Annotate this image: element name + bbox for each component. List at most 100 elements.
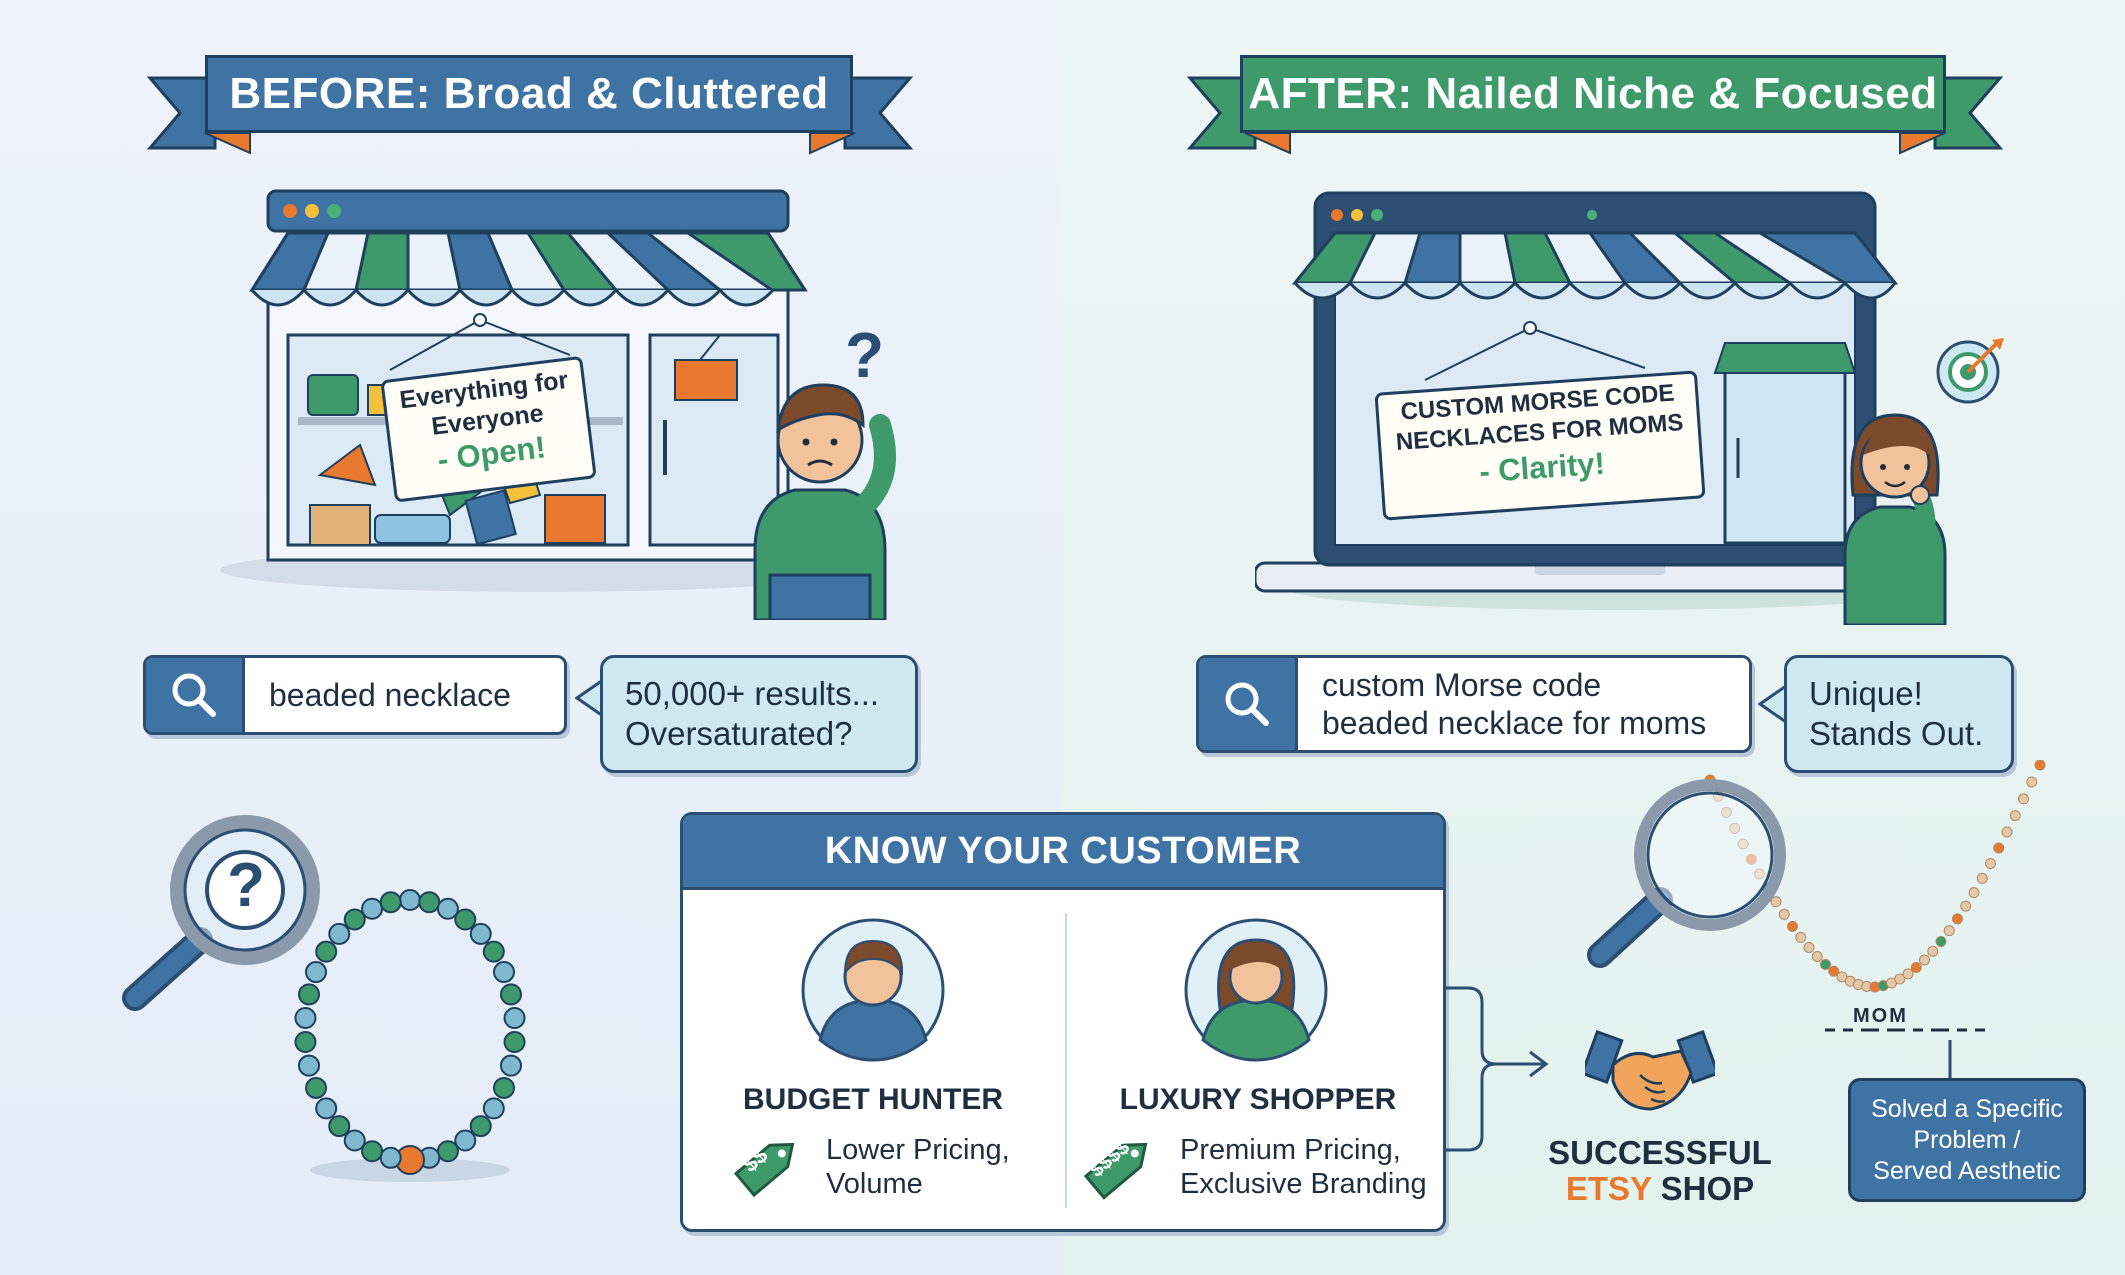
necklace-bead [1935,935,1947,947]
persona-desc-budget: Lower Pricing, Volume [826,1133,1010,1201]
necklace-bead [379,1146,402,1169]
before-results-line2: Oversaturated? [625,715,853,752]
confused-person-illustration [753,383,896,620]
necklace-bead [1919,954,1930,966]
after-banner: AFTER: Nailed Niche & Focused [1240,55,1946,133]
necklace-bead [1795,931,1807,943]
persona-name-luxury: LUXURY SHOPPER [1119,1083,1397,1116]
question-icon: ? [845,319,885,391]
search-icon[interactable] [146,658,245,732]
necklace-bead [1770,896,1782,908]
search-icon[interactable] [1199,658,1298,750]
necklace-bead [1968,887,1980,899]
necklace-bead [298,983,321,1006]
necklace-bead [492,1076,515,1099]
before-search-query[interactable]: beaded necklace [269,677,511,713]
necklace-bead [1902,968,1914,980]
persona-desc-luxury: Premium Pricing, Exclusive Branding [1180,1133,1427,1201]
necklace-bead [1910,961,1922,973]
necklace-bead [2026,776,2038,788]
necklace-bead [454,908,477,931]
necklace-bead [305,961,328,984]
necklace-bead [1927,945,1939,957]
necklace-bead [1952,913,1963,925]
pointer-line [1948,1040,1952,1078]
solved-line1: Solved a Specific [1871,1094,2063,1123]
after-search-bar[interactable]: custom Morse code beaded necklace for mo… [1196,655,1752,753]
necklace-bead [503,1030,526,1053]
necklace-bead [418,891,441,914]
successful-etsy-shop-label: SUCCESSFUL ETSY SHOP [1540,1135,1780,1207]
magnifier-question-icon: ? [227,851,265,920]
success-line2: ETSY SHOP [1540,1171,1780,1207]
necklace-bead [294,1007,317,1030]
necklace-mom-text: MOM [1853,1005,1908,1027]
necklace-bead [2001,826,2013,838]
solved-problem-badge: Solved a Specific Problem / Served Aesth… [1848,1078,2086,1202]
success-etsy: ETSY [1565,1170,1652,1207]
handshake-icon [1585,1029,1715,1111]
after-ribbon-tails [1186,76,2004,155]
cluttered-store-illustration [220,189,860,592]
necklace-bead [436,897,459,920]
necklace-bead [436,1140,459,1163]
necklace-bead [1828,965,1840,977]
necklace-bead [2009,810,2021,822]
necklace-bead [1960,900,1972,912]
persona-desc-luxury-line1: Premium Pricing, [1180,1134,1401,1166]
necklace-bead [1894,973,1906,985]
persona-desc-budget-line1: Lower Pricing, [826,1134,1010,1166]
luxury-shopper-avatar [1184,918,1328,1062]
necklace-bead [294,1030,317,1053]
success-line1: SUCCESSFUL [1548,1134,1772,1171]
before-search-bar[interactable]: beaded necklace [143,655,567,735]
after-results-bubble: Unique! Stands Out. [1784,655,2014,773]
necklace-bead [328,1115,351,1138]
necklace-bead [1811,950,1823,962]
necklace-bead [343,1129,366,1152]
before-results-line1: 50,000+ results... [625,675,880,712]
necklace-bead [1985,857,1996,869]
bracket-arrow [1446,986,1549,1152]
necklace-bead [482,940,505,963]
persona-desc-luxury-line2: Exclusive Branding [1180,1168,1427,1200]
solved-line2: Problem / [1913,1125,2021,1154]
necklace-bead [361,897,384,920]
necklace-bead [1993,842,2005,854]
focused-store-laptop-illustration [1255,191,1947,610]
necklace-bead [1787,920,1798,932]
necklace-bead [2018,793,2029,805]
before-results-bubble: 50,000+ results... Oversaturated? [600,655,918,773]
necklace-bead [1803,941,1815,953]
after-search-line2: beaded necklace for moms [1322,705,1707,741]
necklace-bead [499,983,522,1006]
panel-divider [1065,913,1067,1208]
necklace-bead [315,940,338,963]
necklace-bead [492,961,515,984]
after-search-line1: custom Morse code [1322,667,1602,703]
necklace-bead [503,1007,526,1030]
morse-necklace-illustration [1587,760,2046,1032]
after-results-line2: Stands Out. [1809,715,1984,752]
persona-desc-budget-line2: Volume [826,1168,923,1200]
budget-hunter-avatar [801,918,945,1062]
after-results-line1: Unique! [1809,675,1923,712]
necklace-bead [1820,958,1831,970]
necklace-bead [454,1129,477,1152]
know-your-customer-panel: KNOW YOUR CUSTOMER BUDGET HUNTER $$ Lowe… [680,812,1446,1232]
solved-line3: Served Aesthetic [1873,1156,2061,1185]
persona-name-budget: BUDGET HUNTER [743,1083,1003,1116]
necklace-bead [1976,872,1988,884]
necklace-bead [315,1097,338,1120]
price-tag-icon [1083,1142,1148,1200]
necklace-bead [298,1054,321,1077]
success-shop: SHOP [1660,1170,1755,1207]
necklace-bead [469,1115,492,1138]
necklace-bead [305,1076,328,1099]
necklace-bead [379,891,402,914]
necklace-bead [1778,908,1790,920]
necklace-bead [361,1140,384,1163]
necklace-bead [1943,925,1955,937]
after-search-query[interactable]: custom Morse code beaded necklace for mo… [1298,658,1749,750]
necklace-bead [499,1054,522,1077]
